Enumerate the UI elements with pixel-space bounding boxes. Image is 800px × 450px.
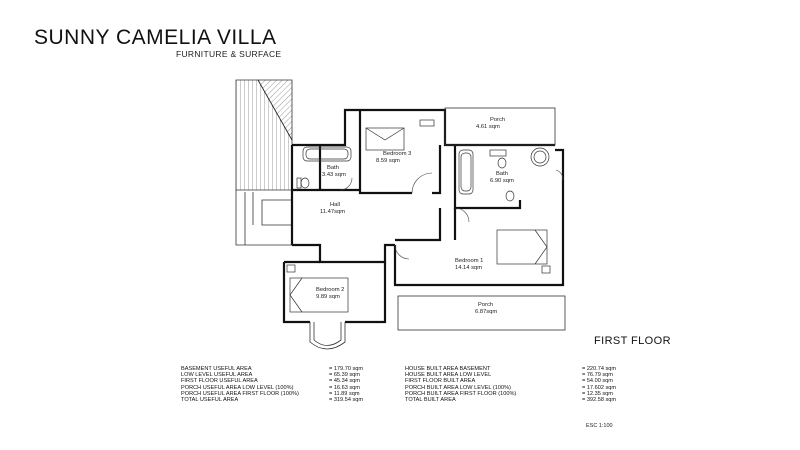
room-label-bath-2: Bath (496, 171, 508, 177)
bed-3 (365, 119, 435, 151)
area-label-2: PORCH BUILT AREA FIRST FLOOR (100%) (405, 390, 517, 397)
area-value: = 179.70 sqm (329, 366, 364, 372)
stair-outline (235, 190, 293, 246)
area-value-2: = 392.58 sqm (582, 396, 617, 403)
walls (282, 108, 565, 324)
area-label: PORCH USEFUL AREA LOW LEVEL (100%) (181, 384, 294, 391)
area-label: PORCH USEFUL AREA FIRST FLOOR (100%) (181, 390, 299, 397)
room-label-hall: Hall (330, 202, 340, 208)
room-area-porch-bottom: 6.87sqm (475, 309, 497, 315)
room-area-bedroom-3: 8.59 sqm (376, 158, 400, 164)
area-label-2: PORCH BUILT AREA LOW LEVEL (100%) (405, 384, 511, 391)
area-value: = 45.34 sqm (329, 378, 360, 385)
bathtub-1 (302, 146, 352, 162)
area-label: LOW LEVEL USEFUL AREA (181, 372, 253, 379)
room-label-bath-1: Bath (327, 165, 339, 171)
area-label: BASEMENT USEFUL AREA (181, 366, 252, 372)
area-value-2: = 220.74 sqm (582, 366, 617, 372)
area-label: TOTAL USEFUL AREA (181, 396, 239, 403)
area-value: = 16.63 sqm (329, 384, 360, 391)
porch-bottom (397, 295, 566, 331)
room-area-bedroom-2: 9.89 sqm (316, 294, 340, 300)
area-value-2: = 12.35 sqm (582, 390, 613, 397)
porch-top (444, 107, 556, 146)
room-label-porch-bottom: Porch (478, 302, 493, 308)
area-value: = 319.54 sqm (329, 396, 364, 403)
bed-2 (286, 264, 349, 313)
toilet-1 (296, 177, 310, 189)
area-label-2: HOUSE BUILT AREA LOW LEVEL (405, 372, 492, 379)
room-label-bedroom-1: Bedroom 1 (455, 258, 483, 264)
room-area-bath-2: 6.90 sqm (490, 178, 514, 184)
area-value-2: = 76.79 sqm (582, 372, 613, 379)
sink (489, 147, 550, 167)
scale-label: ESC 1:100 (586, 423, 613, 429)
room-area-porch-top: 4.61 sqm (476, 124, 500, 130)
room-label-porch-top: Porch (490, 117, 505, 123)
room-label-bedroom-2: Bedroom 2 (316, 287, 344, 293)
area-value: = 11.89 sqm (329, 390, 360, 397)
area-label: FIRST FLOOR USEFUL AREA (181, 378, 258, 385)
bay-window (309, 322, 346, 350)
area-label-2: TOTAL BUILT AREA (405, 396, 456, 403)
room-label-bedroom-3: Bedroom 3 (383, 151, 411, 157)
page-subtitle: FURNITURE & SURFACE (176, 49, 282, 59)
room-area-bedroom-1: 14.14 sqm (455, 265, 482, 271)
floor-label: FIRST FLOOR (594, 335, 671, 347)
room-labels: Porch 4.61 sqm Bedroom 3 8.59 sqm Bath 3… (316, 117, 514, 315)
bathtub-2 (458, 149, 474, 195)
room-area-hall: 11.47sqm (320, 209, 345, 215)
area-value-2: = 17.602 sqm (582, 384, 617, 391)
area-value: = 65.39 sqm (329, 372, 360, 379)
area-value-2: = 54.00 sqm (582, 378, 613, 385)
area-label-2: FIRST FLOOR BUILT AREA (405, 378, 476, 385)
doors (339, 169, 564, 260)
roof-hatch (235, 79, 293, 191)
page-title: SUNNY CAMELIA VILLA (34, 26, 277, 49)
room-area-bath-1: 3.43 sqm (322, 172, 346, 178)
toilet-2 (497, 157, 515, 202)
area-label-2: HOUSE BUILT AREA BASEMENT (405, 366, 491, 372)
bed-1 (496, 229, 551, 274)
